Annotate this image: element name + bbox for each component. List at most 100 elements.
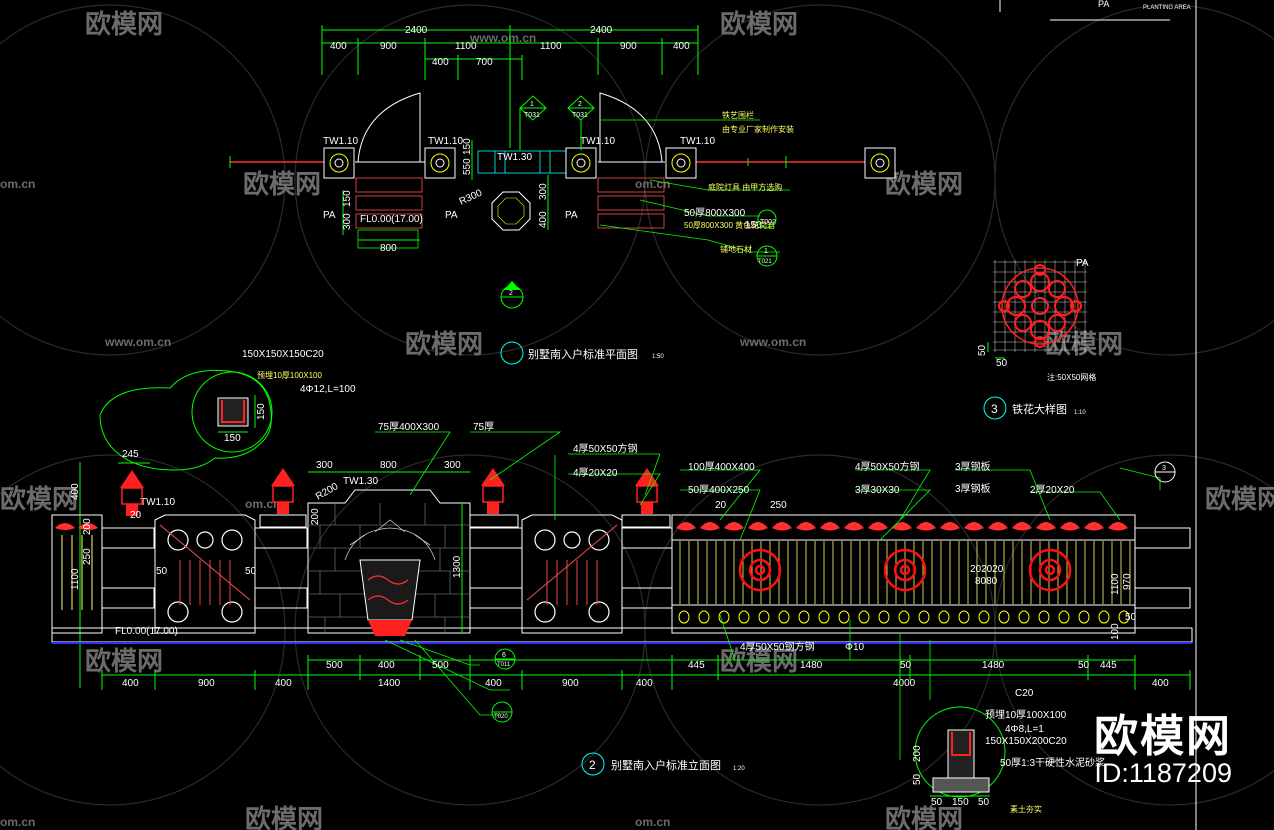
footing-base: [932, 777, 990, 793]
watermark-short: om.cn: [635, 815, 670, 829]
post-tag: TW1.10: [323, 136, 358, 147]
bottom-dim: 445: [688, 660, 705, 671]
watermark-brand: 欧模网: [243, 169, 321, 199]
fence-spec: 4厚20X20: [573, 467, 618, 479]
fence-ring: [978, 610, 990, 624]
arch-dim: 300: [444, 460, 461, 471]
fence-rings: [678, 610, 1130, 624]
plan-note: 庭院灯具 由甲方选购: [708, 182, 782, 192]
fence-ring: [758, 610, 770, 624]
fence-leaf: [676, 522, 696, 531]
detail-num: 3: [991, 402, 998, 416]
post-tag: TW1.10: [140, 497, 175, 508]
plan-path: [477, 150, 569, 174]
plan-dim: 700: [476, 57, 493, 68]
bottom-dim: 400: [275, 678, 292, 689]
section-ref-1: 1 T031: [519, 95, 547, 150]
footing-block-spec: 150X150X200C20: [985, 736, 1067, 747]
detail-dim: 50: [996, 358, 1008, 369]
plan-note: 50厚800X300 黄色花岗岩: [684, 220, 775, 230]
plan-dim-v: 300: [538, 183, 549, 200]
plan-note: 由专业厂家制作安装: [722, 124, 794, 134]
plan-section-arrow: 2: [500, 281, 524, 309]
footing-soil: 素土夯实: [1010, 804, 1042, 814]
post-tag: TW1.10: [580, 136, 615, 147]
plan-post: [424, 147, 456, 179]
detail-scale: 1:10: [1074, 410, 1086, 416]
footing-rebar: [951, 732, 971, 756]
elev-leaders-top: [375, 431, 661, 506]
footing-dim: 50: [912, 773, 923, 785]
plan-title: 别墅南入户标准平面图: [528, 347, 638, 361]
elev-dim: 245: [122, 449, 139, 460]
fence-leaf: [916, 522, 936, 531]
plan-spec-ref: T002: [760, 219, 776, 226]
fence-spec: 100厚400X400: [688, 461, 755, 473]
brand-watermark: 欧模网: [1094, 712, 1232, 761]
elev-title-num: 2: [589, 758, 596, 772]
footing-callout-circle: [191, 371, 273, 453]
plan-step: [357, 229, 419, 249]
fence-leaf: [892, 522, 912, 531]
plan-dim-v: 300: [342, 213, 353, 230]
right-gate: [521, 514, 623, 634]
plan-scale: 1:50: [652, 354, 664, 360]
fence-ring: [938, 610, 950, 624]
bottom-dim: 445: [1100, 660, 1117, 671]
arch-dim: 800: [380, 460, 397, 471]
top-spec: 75厚: [473, 421, 494, 433]
fence-ring: [958, 610, 970, 624]
post-tag: TW1.30: [497, 152, 532, 163]
watermark-circles: [0, 4, 1274, 806]
footing-dim: 150: [224, 433, 241, 444]
fence-leaders: [554, 455, 1161, 541]
plan-dim: 800: [380, 243, 397, 254]
fence-ring: [1018, 610, 1030, 624]
bottom-dim-lines: [101, 655, 1191, 690]
fence-spec: 2厚20X20: [1030, 484, 1075, 496]
watermark-short: om.cn: [245, 497, 280, 511]
rosette: [738, 548, 782, 592]
plan-dim-lines: [321, 25, 699, 148]
watermark-short: om.cn: [0, 177, 35, 191]
fence-leaf: [772, 522, 792, 531]
bottom-dim: 50: [1078, 660, 1090, 671]
fence-ring: [818, 610, 830, 624]
rebar-spec: 4Φ12,L=100: [300, 384, 356, 395]
section-ref-2: 2 T031: [567, 95, 595, 150]
fence-ring: [798, 610, 810, 624]
watermark-site: www.om.cn: [469, 31, 536, 45]
bottom-dim: 50: [900, 660, 912, 671]
plan-post: [323, 147, 355, 179]
post-tag: TW1.30: [343, 476, 378, 487]
post-tag: TW1.10: [428, 136, 463, 147]
footing-rebar-spec: 4Φ8,L=1: [1005, 724, 1044, 735]
fence-ring: [738, 610, 750, 624]
fence-ring: [1078, 610, 1090, 624]
plan-note: 铺地石材: [720, 244, 752, 254]
footing-dim: 50: [978, 797, 990, 808]
plan-dim-v: 550: [462, 158, 473, 175]
fence-ring: [718, 610, 730, 624]
left-gate: [154, 514, 256, 634]
plan-gate-arcs: [355, 92, 665, 163]
watermark-site: www.om.cn: [739, 335, 806, 349]
ref-num: 1: [764, 248, 768, 255]
center-arch: [307, 489, 471, 636]
plan-dim: 400: [330, 41, 347, 52]
lantern-post: [120, 470, 144, 516]
fence-dim: 1100: [1110, 573, 1121, 595]
watermark-brand: 欧模网: [245, 804, 323, 830]
fence-leaf: [1060, 522, 1080, 531]
bottom-dim: 400: [1152, 678, 1169, 689]
post-tag: TW1.10: [680, 136, 715, 147]
fence-spec: 4厚50X50方钢: [573, 442, 637, 455]
footing-dim: 200: [912, 745, 923, 762]
model-id: ID:1187209: [1094, 758, 1232, 788]
footing-callout-circle: [914, 706, 1006, 798]
fence-ring: [878, 610, 890, 624]
fence-leaf: [1108, 522, 1128, 531]
floor-level: FL0.00(17.00): [115, 626, 178, 637]
detail-pa: PA: [1076, 258, 1089, 269]
